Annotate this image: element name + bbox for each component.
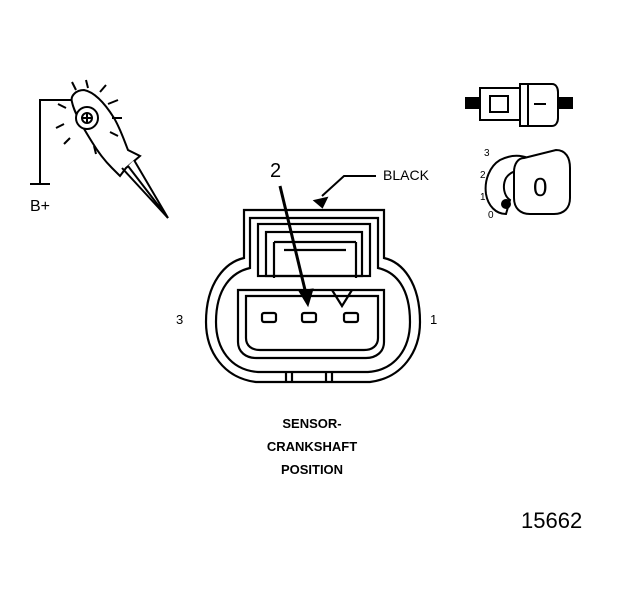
- figure-number: 15662: [521, 508, 583, 533]
- indicator-value: 0: [533, 172, 548, 202]
- cavity-2-callout-arrow: [278, 185, 314, 308]
- caption-line-2: CRANKSHAFT: [266, 439, 358, 454]
- scale-label-0: 0: [488, 210, 494, 221]
- b-plus-label: B+: [30, 198, 51, 215]
- light-rays-icon: [55, 79, 122, 155]
- connector-face: [204, 208, 422, 384]
- component-caption: SENSOR- CRANKSHAFT POSITION: [212, 412, 412, 481]
- color-leader-arrow: [312, 175, 376, 209]
- scale-label-1: 1: [480, 192, 486, 203]
- pin-3-label: 3: [176, 312, 184, 327]
- position-indicator-icon: [484, 148, 571, 216]
- scale-label-2: 2: [480, 170, 486, 181]
- caption-line-1: SENSOR-: [282, 416, 342, 431]
- caption-line-3: POSITION: [280, 462, 344, 477]
- cavity-callout-number: 2: [270, 160, 282, 182]
- wire-color-label: BLACK: [383, 167, 429, 183]
- scale-label-3: 3: [484, 148, 490, 159]
- pin-1-label: 1: [430, 312, 438, 327]
- inline-connector-icon: [465, 83, 573, 127]
- test-light-probe: [30, 88, 169, 219]
